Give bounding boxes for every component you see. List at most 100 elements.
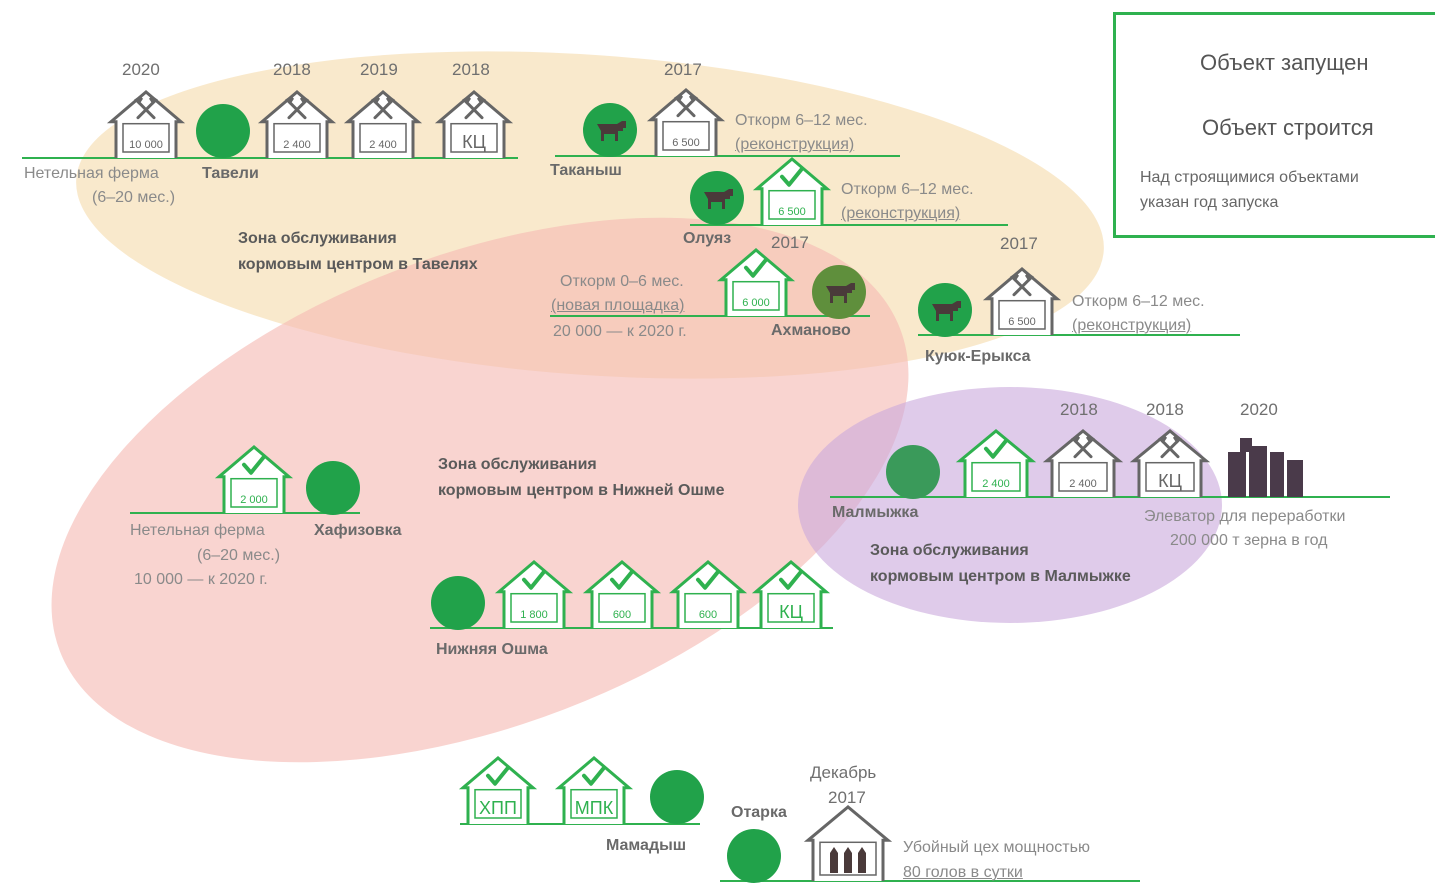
- khafizovka-desc-line3: 10 000 — к 2020 г.: [134, 571, 268, 588]
- check-icon: [582, 765, 606, 786]
- mamadysh-house-1: ХПП: [458, 756, 538, 824]
- check-icon: [779, 569, 803, 590]
- nizhnyaya-oshma-house-2-label: 600: [613, 609, 631, 621]
- zone-malmyzh-label-line2: кормовым центром в Малмыжке: [870, 568, 1131, 585]
- khafizovka-desc-line1: Нетельная ферма: [130, 522, 265, 539]
- akhmanovo-house: 6 000: [716, 248, 796, 316]
- zone-tavely-label-line2: кормовым центром в Тавелях: [238, 256, 478, 273]
- takanysh-house: 6 500: [646, 88, 726, 156]
- check-icon: [522, 569, 546, 590]
- tavely-desc-line2: (6–20 мес.): [92, 189, 176, 206]
- legend-building-label: Объект строится: [1202, 115, 1374, 140]
- oluyaz-desc-line1: Откорм 6–12 мес.: [841, 181, 974, 198]
- elevator-desc-line1: Элеватор для переработки: [1144, 508, 1346, 525]
- malmyzh-house-2-label: 2 400: [1069, 478, 1097, 490]
- legend-note-line1: Над строящимися объектами: [1140, 169, 1359, 186]
- takanysh-desc-line2: (реконструкция): [735, 136, 855, 153]
- akhmanovo-desc-line3: 20 000 — к 2020 г.: [553, 323, 687, 340]
- oluyaz-house-label: 6 500: [778, 206, 806, 218]
- kuyuk-house-label: 6 500: [1008, 316, 1036, 328]
- khafizovka-name: Хафизовка: [314, 522, 402, 539]
- tavely-house-4-label: КЦ: [462, 132, 486, 152]
- nizhnyaya-oshma-house-1: 1 800: [494, 560, 574, 628]
- check-icon: [696, 569, 720, 590]
- zone-nizhnyaya-oshma-label-line1: Зона обслуживания: [438, 456, 597, 473]
- malmyzh-farm-circle: [886, 445, 940, 499]
- malmyzh-house-3: КЦ: [1129, 429, 1211, 497]
- oluyaz-house: 6 500: [752, 157, 832, 225]
- check-icon: [486, 765, 510, 786]
- khafizovka-desc-line2: (6–20 мес.): [197, 547, 281, 564]
- akhmanovo-desc-line1: Откорм 0–6 мес.: [560, 273, 684, 290]
- tavely-year-3: 2019: [360, 60, 398, 79]
- check-icon: [242, 454, 266, 475]
- mamadysh-name: Мамадыш: [606, 837, 687, 854]
- hammers-icon: [285, 95, 309, 120]
- mamadysh-house-2: МПК: [554, 756, 634, 824]
- nizhnyaya-oshma-house-3: 600: [668, 560, 748, 628]
- malmyzh-house-2: 2 400: [1042, 429, 1124, 497]
- check-icon: [610, 569, 634, 590]
- otarka-desc-line1: Убойный цех мощностью: [903, 839, 1090, 856]
- otarka-year-line2: 2017: [828, 788, 866, 807]
- tavely-year-2: 2018: [273, 60, 311, 79]
- tavely-house-3-label: 2 400: [369, 139, 397, 151]
- malmyzh-house-1-label: 2 400: [982, 478, 1010, 490]
- kuyuk-house: 6 500: [982, 267, 1062, 335]
- nizhnyaya-oshma-house-1-label: 1 800: [520, 609, 548, 621]
- tavely-name: Тавели: [202, 165, 259, 182]
- check-icon: [780, 166, 804, 187]
- cow-icon: [597, 121, 626, 141]
- takanysh-desc-line1: Откорм 6–12 мес.: [735, 112, 868, 129]
- mamadysh-farm-circle: [650, 770, 704, 824]
- cow-icon: [932, 301, 961, 321]
- cow-icon: [704, 189, 733, 209]
- khafizovka-house: 2 000: [214, 445, 294, 513]
- otarka-year-line1: Декабрь: [810, 763, 877, 782]
- malmyzh-year-2: 2018: [1060, 400, 1098, 419]
- otarka-name: Отарка: [731, 804, 787, 821]
- tavely-house-3: 2 400: [343, 90, 423, 158]
- khafizovka-house-label: 2 000: [240, 494, 268, 506]
- takanysh-name: Таканыш: [550, 162, 622, 179]
- otarka-house: [803, 805, 893, 881]
- legend-note-line2: указан год запуска: [1140, 194, 1279, 211]
- malmyzh-year-3: 2018: [1146, 400, 1184, 419]
- cow-icon: [826, 283, 855, 303]
- tavely-year-4: 2018: [452, 60, 490, 79]
- malmyzh-house-1: 2 400: [955, 429, 1037, 497]
- malmyzh-name: Малмыжка: [832, 504, 919, 521]
- akhmanovo-name: Ахманово: [771, 322, 851, 339]
- cattle-icon: [830, 847, 866, 873]
- legend-launched-label: Объект запущен: [1200, 50, 1369, 75]
- tavely-desc-line1: Нетельная ферма: [24, 165, 159, 182]
- tavely-house-2-label: 2 400: [283, 139, 311, 151]
- tavely-year-1: 2020: [122, 60, 160, 79]
- kuyuk-year: 2017: [1000, 234, 1038, 253]
- zone-nizhnyaya-oshma-label-line2: кормовым центром в Нижней Ошме: [438, 482, 725, 499]
- mamadysh-house-2-label: МПК: [575, 798, 614, 818]
- takanysh-year: 2017: [664, 60, 702, 79]
- kuyuk-name: Куюк-Ерыкса: [925, 348, 1031, 365]
- akhmanovo-house-label: 6 000: [742, 297, 770, 309]
- nizhnyaya-oshma-farm-circle: [431, 576, 485, 630]
- nizhnyaya-oshma-name: Нижняя Ошма: [436, 641, 548, 658]
- mamadysh-house-1-label: ХПП: [479, 798, 517, 818]
- akhmanovo-year: 2017: [771, 233, 809, 252]
- takanysh-house-label: 6 500: [672, 137, 700, 149]
- hammers-icon: [371, 95, 395, 120]
- legend-box: [1113, 12, 1435, 238]
- kuyuk-desc-line2: (реконструкция): [1072, 317, 1192, 334]
- hammers-icon: [1158, 434, 1182, 459]
- khafizovka-farm-circle: [306, 461, 360, 515]
- tavely-house-2: 2 400: [257, 90, 337, 158]
- akhmanovo-desc-line2: (новая площадка): [551, 297, 685, 314]
- zone-tavely-label-line1: Зона обслуживания: [238, 230, 397, 247]
- elevator-year: 2020: [1240, 400, 1278, 419]
- hammers-icon: [1010, 272, 1034, 297]
- hammers-icon: [462, 95, 486, 120]
- tavely-farm-circle: [196, 104, 250, 158]
- tavely-house-1-label: 10 000: [129, 139, 163, 151]
- hammers-icon: [674, 93, 698, 118]
- elevator-desc-line2: 200 000 т зерна в год: [1170, 532, 1328, 549]
